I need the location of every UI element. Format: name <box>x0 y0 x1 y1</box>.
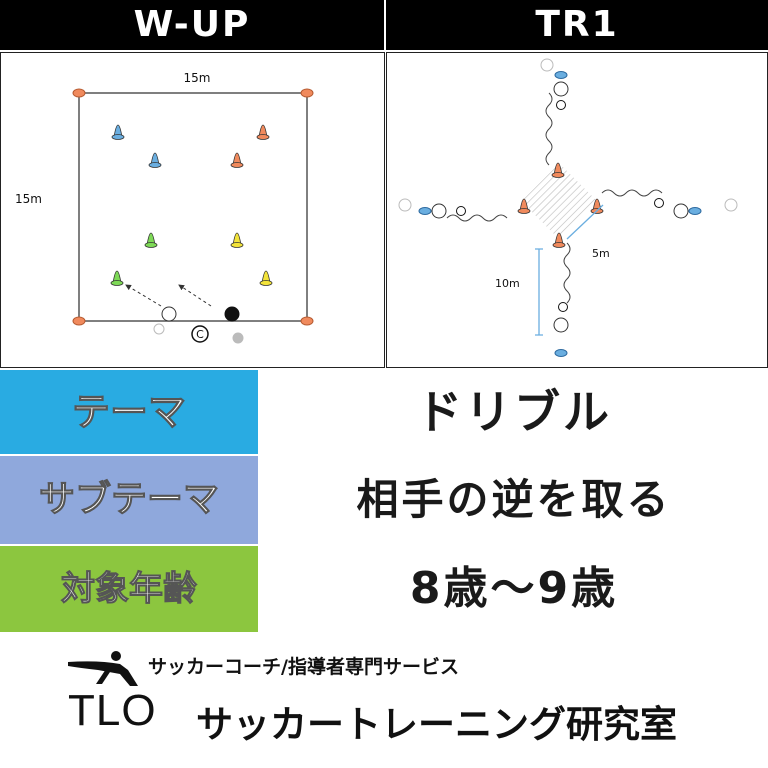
start-marker <box>418 71 702 357</box>
row-divider <box>0 454 768 456</box>
dribble-path <box>545 92 553 166</box>
svg-text:C: C <box>196 328 204 341</box>
corner-cone <box>72 88 314 326</box>
field-boundary <box>78 92 308 322</box>
distance-bracket-10m-ends <box>535 248 543 336</box>
kicker-logo-icon <box>68 651 138 686</box>
gate-cone-yellow <box>230 232 273 286</box>
gate-cone-green <box>110 232 158 286</box>
wup-header: W-UP <box>0 0 384 50</box>
dribble-path <box>601 189 663 197</box>
subtheme-row: サブテーマ 相手の逆を取る <box>0 456 768 544</box>
tr1-header: TR1 <box>386 0 768 50</box>
distance-bracket-5m <box>566 204 604 240</box>
coach-icon: C <box>191 325 209 343</box>
gate-cone-blue <box>111 124 162 168</box>
lab-name: サッカートレーニング研究室 <box>196 703 677 746</box>
tlo-logo-text: TLO <box>68 686 157 735</box>
center-cone <box>517 162 604 248</box>
wup-top-distance-label: 15m <box>184 71 211 85</box>
age-row: 対象年齢 8歳〜9歳 <box>0 546 768 632</box>
gate-cone-orange <box>230 124 270 168</box>
player-white <box>153 306 177 335</box>
center-square <box>521 163 597 239</box>
tr1-10m-label: 10m <box>495 277 520 290</box>
theme-value: ドリブル <box>416 385 612 439</box>
theme-label: テーマ <box>0 370 258 454</box>
footer-tagline: サッカーコーチ/指導者専門サービス <box>148 656 459 678</box>
age-label: 対象年齢 <box>0 546 258 632</box>
footer <box>0 636 768 768</box>
movement-arrow <box>178 284 212 307</box>
wup-side-distance-label: 15m <box>15 192 42 206</box>
theme-row: テーマ ドリブル <box>0 370 768 454</box>
player-white <box>431 81 689 333</box>
tr1-diagram: 10m 5m <box>398 58 738 357</box>
subtheme-label: サブテーマ <box>0 456 258 544</box>
header-divider <box>384 0 386 50</box>
tr1-5m-label: 5m <box>592 247 610 260</box>
subtheme-value: 相手の逆を取る <box>356 475 672 524</box>
waiting-player <box>398 58 738 212</box>
player-black <box>224 306 244 344</box>
row-divider <box>0 544 768 546</box>
age-value: 8歳〜9歳 <box>409 563 619 614</box>
wup-diagram-panel: 15m 15m <box>0 52 385 368</box>
soccer-ball <box>456 100 664 312</box>
tr1-diagram-panel: 10m 5m <box>386 52 768 368</box>
dribble-path <box>446 214 508 222</box>
movement-arrow <box>125 284 162 307</box>
dribble-path <box>563 242 571 304</box>
wup-diagram: 15m 15m <box>15 71 314 344</box>
